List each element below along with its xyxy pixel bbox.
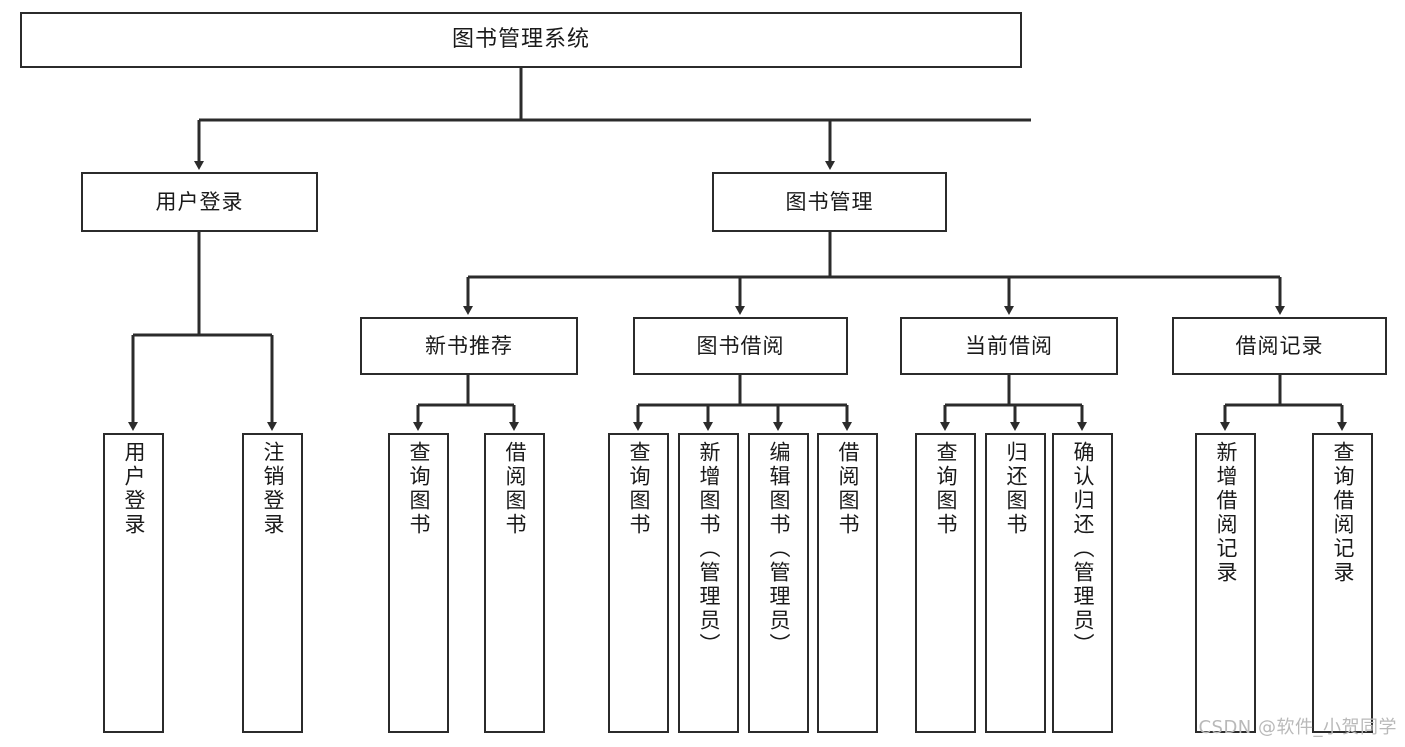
node-leaf-login[interactable]: 用户登录: [103, 433, 164, 733]
node-leaf-nb-borrow[interactable]: 借阅图书: [484, 433, 545, 733]
node-leaf-r-query[interactable]: 查询借阅记录: [1312, 433, 1373, 733]
node-label-current: 当前借阅: [965, 333, 1053, 358]
node-leaf-b-add[interactable]: 新增图书（管理员）: [678, 433, 739, 733]
node-label-leaf-b-query: 查询图书: [626, 441, 651, 537]
node-label-leaf-r-add: 新增借阅记录: [1213, 441, 1238, 585]
node-leaf-nb-query[interactable]: 查询图书: [388, 433, 449, 733]
node-root[interactable]: 图书管理系统: [20, 12, 1022, 68]
watermark: CSDN @软件_小贺同学: [1198, 717, 1397, 738]
node-newbook[interactable]: 新书推荐: [360, 317, 578, 375]
node-label-borrow: 图书借阅: [696, 333, 785, 358]
node-label-leaf-b-borrow: 借阅图书: [835, 441, 860, 537]
node-leaf-b-edit[interactable]: 编辑图书（管理员）: [748, 433, 809, 733]
node-label-leaf-logout: 注销登录: [260, 441, 285, 537]
node-leaf-c-query[interactable]: 查询图书: [915, 433, 976, 733]
node-leaf-b-borrow[interactable]: 借阅图书: [817, 433, 878, 733]
node-label-leaf-b-edit: 编辑图书（管理员）: [766, 441, 791, 657]
node-login[interactable]: 用户登录: [81, 172, 318, 232]
node-label-newbook: 新书推荐: [425, 333, 513, 358]
node-leaf-b-query[interactable]: 查询图书: [608, 433, 669, 733]
node-label-root: 图书管理系统: [451, 27, 590, 53]
node-label-leaf-nb-query: 查询图书: [406, 441, 431, 537]
node-label-records: 借阅记录: [1235, 333, 1324, 358]
node-label-login: 用户登录: [155, 189, 244, 214]
node-label-leaf-login: 用户登录: [121, 441, 146, 537]
node-leaf-c-return[interactable]: 归还图书: [985, 433, 1046, 733]
node-records[interactable]: 借阅记录: [1172, 317, 1387, 375]
node-leaf-c-confirm[interactable]: 确认归还（管理员）: [1052, 433, 1113, 733]
node-leaf-logout[interactable]: 注销登录: [242, 433, 303, 733]
node-label-leaf-nb-borrow: 借阅图书: [502, 441, 527, 537]
node-leaf-r-add[interactable]: 新增借阅记录: [1195, 433, 1256, 733]
node-label-leaf-c-return: 归还图书: [1003, 441, 1028, 537]
node-current[interactable]: 当前借阅: [900, 317, 1118, 375]
node-label-leaf-c-query: 查询图书: [933, 441, 958, 537]
node-label-leaf-r-query: 查询借阅记录: [1330, 441, 1355, 585]
node-borrow[interactable]: 图书借阅: [633, 317, 848, 375]
node-bookmgmt[interactable]: 图书管理: [712, 172, 947, 232]
node-label-leaf-c-confirm: 确认归还（管理员）: [1070, 441, 1095, 657]
node-label-bookmgmt: 图书管理: [785, 189, 874, 214]
node-label-leaf-b-add: 新增图书（管理员）: [696, 441, 721, 657]
